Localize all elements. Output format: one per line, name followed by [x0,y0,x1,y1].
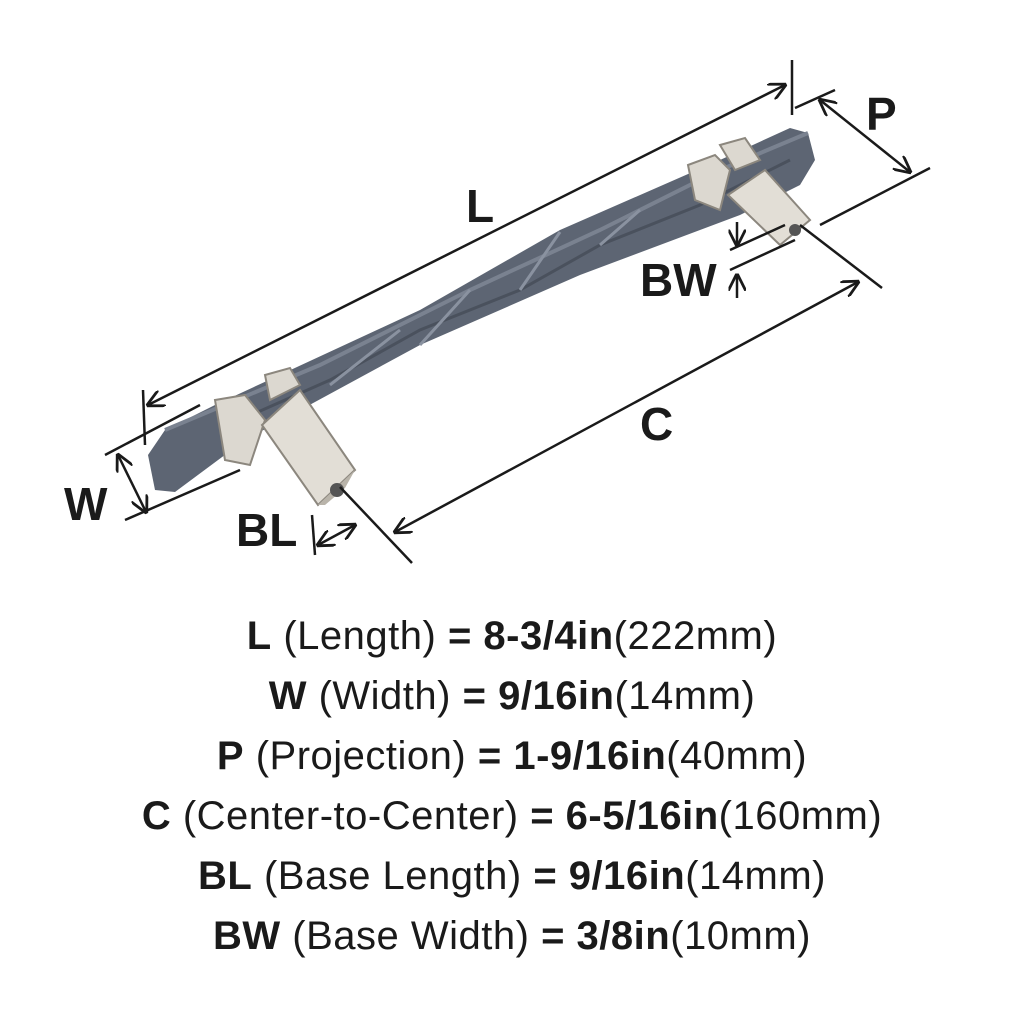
spec-metric: (222mm) [613,614,778,658]
dimension-lines [104,60,931,564]
spec-abbr: BL [198,854,253,898]
spec-abbr: C [141,794,172,838]
spec-abbr: BW [213,914,281,958]
spec-metric: (14mm) [685,854,826,898]
spec-imperial: = 8-3/4in [447,614,614,658]
spec-abbr: W [268,674,307,718]
spec-metric: (10mm) [670,914,811,958]
spec-name: (Base Length) [252,854,534,898]
spec-base-length: BL (Base Length) = 9/16in(14mm) [0,846,1024,906]
spec-name: (Projection) [244,734,478,778]
spec-metric: (160mm) [718,794,883,838]
spec-name: (Length) [271,614,448,658]
label-P: P [866,88,897,140]
spec-imperial: = 9/16in [462,674,615,718]
label-W: W [64,478,108,530]
specifications-list: L (Length) = 8-3/4in(222mm) W (Width) = … [0,606,1024,966]
label-BL: BL [236,504,297,556]
spec-metric: (14mm) [614,674,756,718]
spec-imperial: = 6-5/16in [530,794,719,838]
label-BW: BW [640,254,717,306]
spec-projection: P (Projection) = 1-9/16in(40mm) [0,726,1024,786]
spec-center-to-center: C (Center-to-Center) = 6-5/16in(160mm) [0,786,1024,846]
spec-name: (Center-to-Center) [171,794,531,838]
label-L: L [466,180,494,232]
left-post [213,366,357,507]
label-C: C [640,398,673,450]
spec-imperial: = 1-9/16in [477,734,667,778]
spec-name: (Base Width) [280,914,542,958]
spec-imperial: = 3/8in [541,914,671,958]
spec-abbr: P [216,734,245,778]
dimension-diagram: L P BW C W BL [64,60,931,564]
spec-base-width: BW (Base Width) = 3/8in(10mm) [0,906,1024,966]
spec-name: (Width) [306,674,463,718]
spec-width: W (Width) = 9/16in(14mm) [0,666,1024,726]
spec-length: L (Length) = 8-3/4in(222mm) [0,606,1024,666]
spec-metric: (40mm) [666,734,808,778]
spec-imperial: = 9/16in [533,854,686,898]
spec-abbr: L [246,614,272,658]
